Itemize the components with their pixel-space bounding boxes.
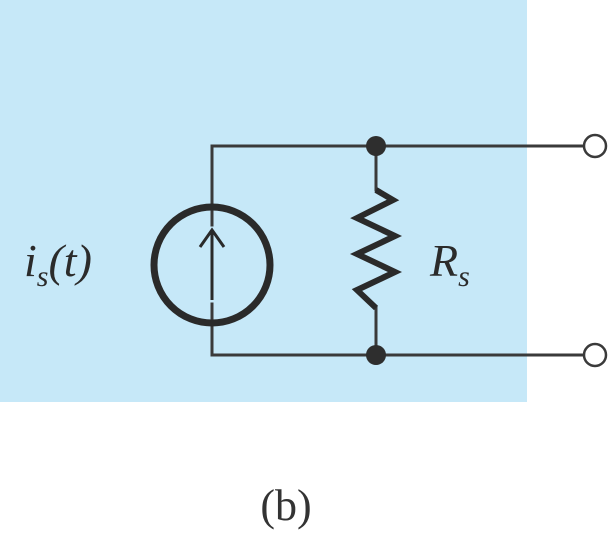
source-subscript: s — [37, 260, 49, 293]
top-terminal — [582, 133, 608, 159]
resistor-subscript: s — [458, 260, 470, 293]
top-junction-node — [366, 136, 386, 156]
top-wire — [210, 144, 585, 227]
resistor-label: Rs — [429, 235, 470, 293]
source-argument: (t) — [48, 235, 91, 286]
current-source-icon — [150, 203, 274, 327]
source-label: is(t) — [24, 235, 92, 293]
resistor-icon — [349, 187, 403, 311]
figure-caption: (b) — [260, 481, 311, 530]
bottom-terminal — [582, 342, 608, 368]
source-symbol: i — [24, 235, 37, 286]
source-panel-background — [0, 0, 527, 402]
bottom-junction-node — [366, 345, 386, 365]
resistor-symbol: R — [429, 235, 458, 286]
